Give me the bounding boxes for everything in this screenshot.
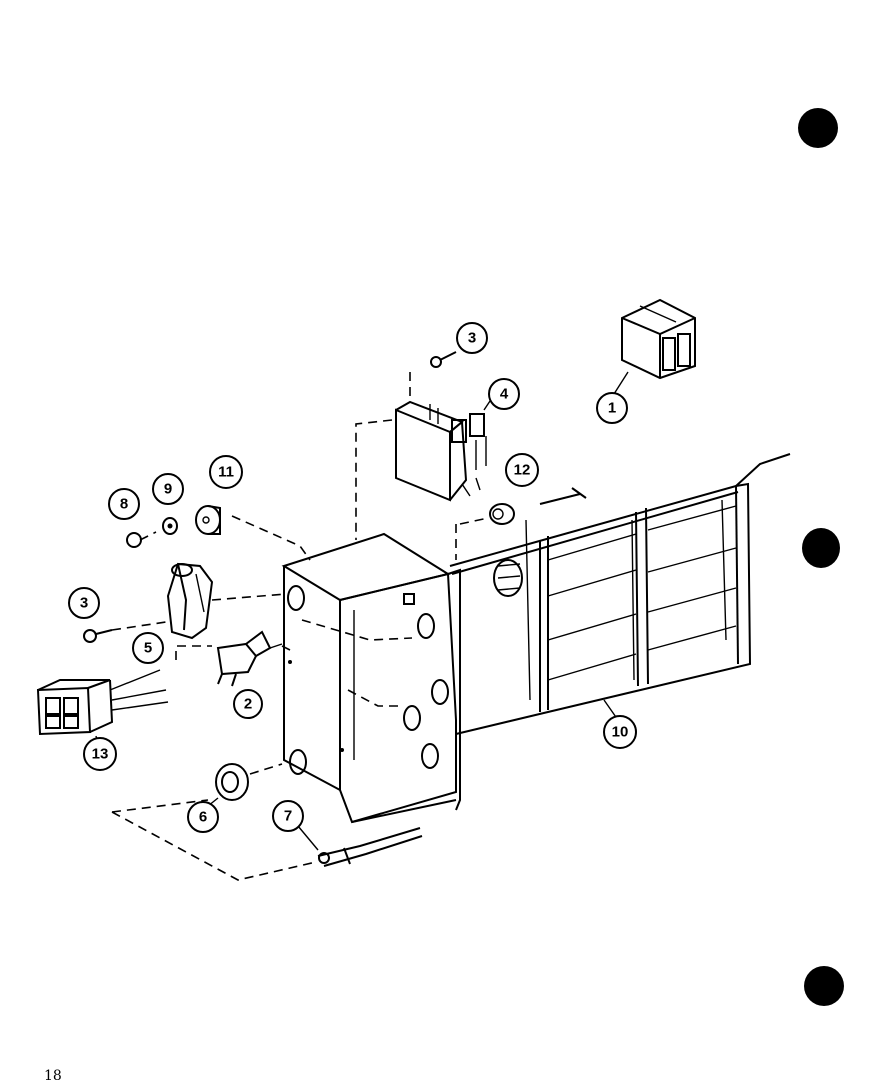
svg-text:13: 13 [92,746,109,763]
part-grommet-6 [215,763,249,801]
dash-contactor-to-box [355,419,393,540]
part-screw-lower [83,629,113,643]
callout-1: 1 [596,392,628,424]
callout-10: 10 [603,715,637,749]
callout-8: 8 [108,488,140,520]
svg-text:7: 7 [284,808,292,825]
callout-12: 12 [505,453,539,487]
binder-hole-top [798,108,838,148]
svg-text:10: 10 [612,724,629,741]
part-bushing-12 [489,487,587,525]
svg-text:8: 8 [120,496,128,513]
part-thermostat-5 [166,562,214,640]
part-heater-10 [449,453,791,735]
callout-4: 4 [488,378,520,410]
part-knob-11 [195,505,221,535]
svg-text:3: 3 [468,330,476,347]
callout-6: 6 [187,801,219,833]
part-washer-9 [162,517,178,535]
callout-11: 11 [209,455,243,489]
part-terminal-block-13 [36,669,169,736]
dash-bottom-loop [111,811,317,881]
svg-text:3: 3 [80,595,88,612]
callout-3-lower: 3 [68,587,100,619]
binder-hole-middle [802,528,840,568]
svg-text:4: 4 [500,386,509,403]
dash-knob-to-box [231,515,311,561]
svg-text:5: 5 [144,640,152,657]
leader-1 [613,371,629,395]
callout-9: 9 [152,473,184,505]
part-nut-8 [126,532,142,548]
svg-text:6: 6 [199,809,207,826]
callout-3-upper: 3 [456,322,488,354]
part-switch-2 [216,630,283,687]
callout-7: 7 [272,800,304,832]
binder-hole-bottom [804,966,844,1006]
callout-5: 5 [132,632,164,664]
callout-13: 13 [83,737,117,771]
callout-2: 2 [233,689,263,719]
svg-text:9: 9 [164,481,172,498]
part-screw-upper [430,351,457,368]
control-box [281,532,461,824]
part-wire-7 [317,827,423,867]
dash-bushing-to-heater [459,517,489,525]
svg-text:1: 1 [608,400,616,417]
part-breaker [621,298,696,380]
svg-text:11: 11 [218,464,234,481]
page-number: 18 [44,1068,62,1084]
dash-thermostat-to-box [211,593,287,601]
part-contactor [395,400,487,502]
svg-text:12: 12 [514,462,531,479]
svg-text:2: 2 [244,696,252,713]
